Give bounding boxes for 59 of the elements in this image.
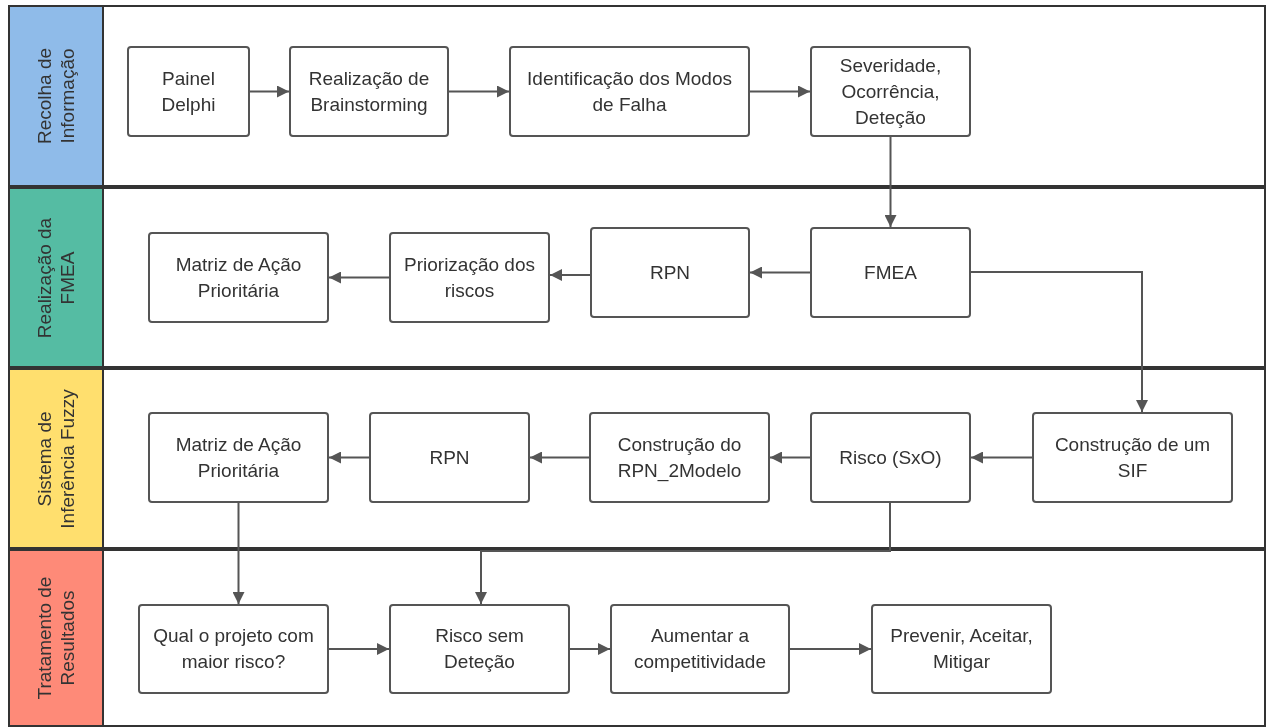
arrow	[884, 136, 897, 228]
box-text: Painel Delphi	[160, 66, 217, 117]
arrow	[789, 643, 872, 655]
process-box	[810, 227, 971, 318]
arrow	[749, 85, 811, 98]
process-box	[138, 604, 329, 694]
swimlane	[8, 549, 1266, 727]
lane-title: Sistema de Inferência Fuzzy	[33, 387, 79, 531]
process-box	[369, 412, 530, 503]
process-box	[810, 46, 971, 137]
process-box	[127, 46, 250, 137]
arrow	[970, 451, 1033, 464]
arrow	[328, 271, 390, 284]
arrow	[529, 451, 590, 464]
lane-title: Recolha de Informação	[33, 46, 79, 147]
box-text: Prevenir, Aceitar, Mitigar	[889, 624, 1034, 674]
swimlane	[8, 187, 1266, 368]
process-box	[148, 412, 329, 503]
box-text: RPN	[649, 260, 691, 285]
box-text: FMEA	[864, 260, 917, 285]
box-text: RPN	[429, 445, 470, 470]
box-text: Aumentar a competitividade	[633, 624, 767, 674]
arrow	[769, 451, 811, 464]
box-text: Matriz de Ação Prioritária	[174, 432, 303, 483]
swimlane	[8, 368, 1266, 549]
lane-title: Realização da FMEA	[33, 216, 79, 340]
box-text: Qual o projeto com maior risco?	[152, 624, 315, 674]
lane-title: Tratamento de Resultados	[33, 575, 79, 702]
process-box	[148, 232, 329, 323]
process-box	[810, 412, 971, 503]
arrow	[232, 502, 245, 605]
arrow	[970, 271, 1148, 413]
process-box	[1032, 412, 1233, 503]
arrow	[328, 643, 390, 655]
swimlane	[8, 5, 1266, 187]
arrow	[249, 85, 290, 98]
arrow	[749, 266, 811, 279]
process-box	[590, 227, 750, 318]
box-text: Risco (SxO)	[839, 445, 942, 470]
box-text: Identificação dos Modos de Falha	[526, 66, 733, 117]
box-text: Realização de Brainstorming	[307, 66, 431, 117]
box-text: Risco sem Deteção	[434, 624, 525, 674]
process-box	[871, 604, 1052, 694]
process-box	[389, 604, 570, 694]
process-box	[589, 412, 770, 503]
arrow	[475, 502, 891, 605]
process-box	[389, 232, 550, 323]
box-text: Priorização dos riscos	[403, 252, 536, 303]
box-text: Severidade, Ocorrência, Deteção	[838, 53, 943, 130]
arrow	[569, 643, 611, 655]
process-box	[509, 46, 750, 137]
arrow	[328, 451, 370, 464]
process-box	[289, 46, 449, 137]
box-text: Construção de um SIF	[1053, 432, 1212, 483]
process-box	[610, 604, 790, 694]
box-text: Construção do RPN_2Modelo	[616, 432, 743, 484]
box-text: Matriz de Ação Prioritária	[174, 252, 303, 303]
arrow	[549, 269, 591, 281]
arrow	[448, 85, 510, 98]
